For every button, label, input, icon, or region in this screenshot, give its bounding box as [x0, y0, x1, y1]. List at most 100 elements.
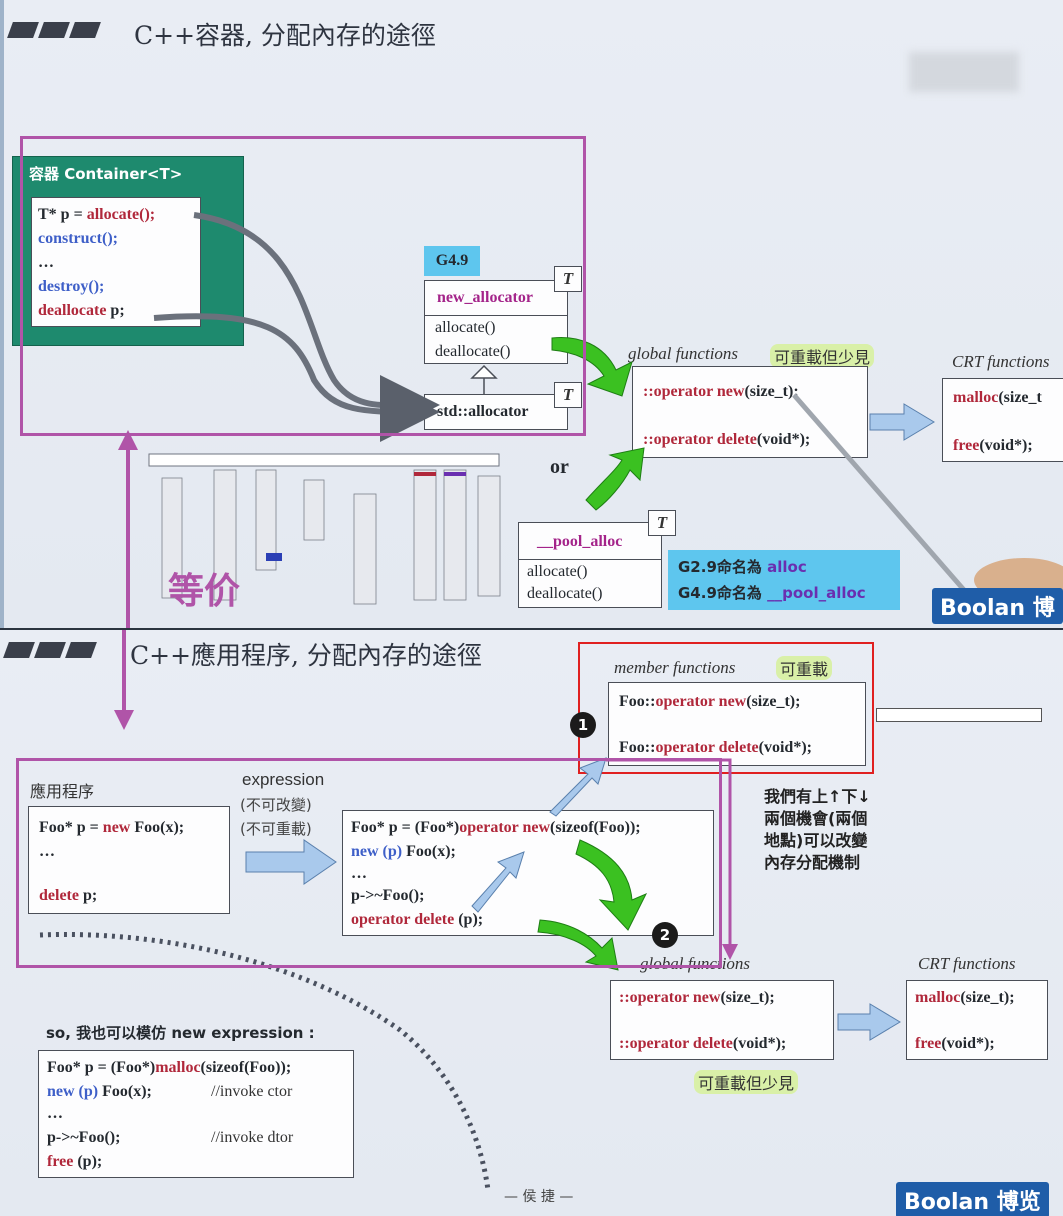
- code-text: (size_t);: [960, 989, 1015, 1006]
- code-text: free: [953, 437, 980, 454]
- global-functions-box: ::operator new(size_t); ::operator delet…: [632, 366, 868, 458]
- code-text: deallocate: [38, 302, 107, 319]
- overload-rare-label: 可重載但少見: [770, 344, 875, 368]
- code-text: free: [47, 1153, 74, 1170]
- code-text: delete: [39, 887, 79, 904]
- expression-label: expression: [242, 770, 325, 789]
- crt-functions-box: malloc(size_t free(void*);: [942, 378, 1063, 462]
- code-text: free: [915, 1035, 942, 1052]
- badge-1: 1: [570, 712, 596, 738]
- code-text: ::operator: [619, 1035, 693, 1052]
- page-title: C++應用程序, 分配內存的途徑: [130, 641, 482, 670]
- code-text: ::operator: [643, 431, 717, 448]
- pool-alloc-name: __pool_alloc: [537, 533, 623, 550]
- blue-arrow: [837, 1003, 901, 1041]
- app-label: 應用程序: [30, 782, 95, 801]
- std-allocator-name: std::allocator: [437, 403, 529, 420]
- bottom-arrows: [39, 630, 901, 1191]
- code-text: malloc: [155, 1059, 201, 1076]
- code-text: malloc: [953, 389, 999, 406]
- deallocate-arrow: [153, 313, 440, 442]
- code-text: malloc: [915, 989, 961, 1006]
- member-functions-label: member functions: [614, 658, 736, 677]
- bottom-slide: C++應用程序, 分配內存的途徑 member functions 可重載 Fo…: [0, 630, 1063, 1216]
- code-text: …: [351, 865, 367, 882]
- allocate-arrow: [193, 212, 440, 436]
- g49-label: G4.9: [424, 246, 480, 276]
- std-allocator-box: std::allocator: [424, 394, 568, 430]
- global-functions-label: global functions: [628, 344, 739, 363]
- code-text: Foo* p = (Foo*): [47, 1059, 156, 1076]
- code-text: (sizeof(Foo));: [550, 819, 641, 836]
- code-text: ::operator: [643, 383, 717, 400]
- template-param: T: [554, 266, 582, 292]
- code-text: operator delete: [351, 911, 455, 928]
- note-text: __pool_alloc: [767, 584, 866, 602]
- boolan-logo: Boolan 博览: [896, 1182, 1049, 1216]
- code-text: p->~Foo();: [47, 1129, 121, 1146]
- author-label: — 侯 捷 —: [504, 1189, 574, 1205]
- blue-arrow: [471, 851, 525, 913]
- note-text: alloc: [767, 558, 807, 576]
- page-title: C++容器, 分配內存的途徑: [134, 21, 436, 50]
- overloadable-label: 可重載: [776, 656, 833, 680]
- note-text: 我們有上↑下↓ 兩個機會(兩個 地點)可以改變 內存分配機制: [764, 786, 871, 874]
- template-param: T: [648, 510, 676, 536]
- crt-functions-label: CRT functions: [918, 954, 1016, 973]
- method-allocate: allocate(): [435, 319, 496, 336]
- new-allocator-box: new_allocator allocate() deallocate(): [424, 280, 568, 364]
- code-text: (p);: [454, 911, 484, 928]
- code-text: (void*);: [941, 1035, 995, 1052]
- code-text: p;: [106, 302, 125, 319]
- template-param: T: [554, 382, 582, 408]
- code-text: Foo(x);: [130, 819, 185, 836]
- note-line: 地點)可以改變: [764, 831, 868, 850]
- code-text: delete: [716, 431, 757, 448]
- code-text: (void*);: [732, 1035, 787, 1052]
- global-functions-label: global functions: [640, 954, 751, 973]
- note-line: 兩個機會(兩個: [764, 809, 868, 828]
- top-slide: C++容器, 分配內存的途徑 容器 Container<T> T* p = al…: [0, 0, 1063, 628]
- blue-arrow: [869, 403, 935, 441]
- dotted-curve: [39, 932, 491, 1191]
- code-text: Foo(x);: [402, 843, 456, 860]
- logo-text: Boolan: [904, 1190, 990, 1215]
- code-text: (size_t: [998, 389, 1042, 406]
- logo-text: Boolan: [940, 596, 1026, 621]
- logo-text: 博: [1032, 596, 1055, 621]
- container-highlight: [20, 136, 586, 436]
- code-text: (void*);: [756, 431, 811, 448]
- green-arrow: [575, 839, 648, 931]
- code-text: operator new: [459, 819, 551, 836]
- code-text: …: [38, 254, 54, 271]
- method-allocate: allocate(): [527, 563, 588, 580]
- container-title: 容器 Container<T>: [29, 165, 183, 183]
- code-text: …: [47, 1105, 63, 1122]
- crt-functions-label: CRT functions: [952, 352, 1050, 371]
- pool-strip: [876, 708, 1042, 722]
- blue-arrow: [549, 757, 607, 817]
- member-functions-box: Foo::operator new(size_t); Foo::operator…: [608, 682, 866, 766]
- code-text: (p);: [73, 1153, 103, 1170]
- note-line: 內存分配機制: [764, 853, 861, 872]
- pool-block: [266, 553, 282, 561]
- code-text: Foo* p =: [39, 819, 103, 836]
- or-label: or: [550, 456, 569, 478]
- new-allocator-name: new_allocator: [437, 289, 533, 306]
- code-text: operator delete: [655, 739, 759, 756]
- code-text: destroy();: [38, 278, 105, 295]
- code-text: allocate();: [86, 206, 156, 223]
- code-text: Foo::: [619, 693, 656, 710]
- code-text: Foo::: [619, 739, 656, 756]
- code-text: (size_t);: [744, 383, 799, 400]
- pool-note-box: G2.9命名為 alloc G4.9命名為 __pool_alloc: [668, 550, 900, 610]
- boolan-logo: Boolan 博: [932, 588, 1063, 624]
- logo-text: 博览: [996, 1190, 1041, 1215]
- code-text: (size_t);: [720, 989, 775, 1006]
- pointer-stick: [792, 393, 966, 592]
- not-overloadable-label: (不可重載): [240, 820, 312, 838]
- code-text: Foo* p = (Foo*): [351, 819, 460, 836]
- code-text: p;: [78, 887, 98, 904]
- code-text: ::operator: [619, 989, 693, 1006]
- divider: [519, 559, 661, 560]
